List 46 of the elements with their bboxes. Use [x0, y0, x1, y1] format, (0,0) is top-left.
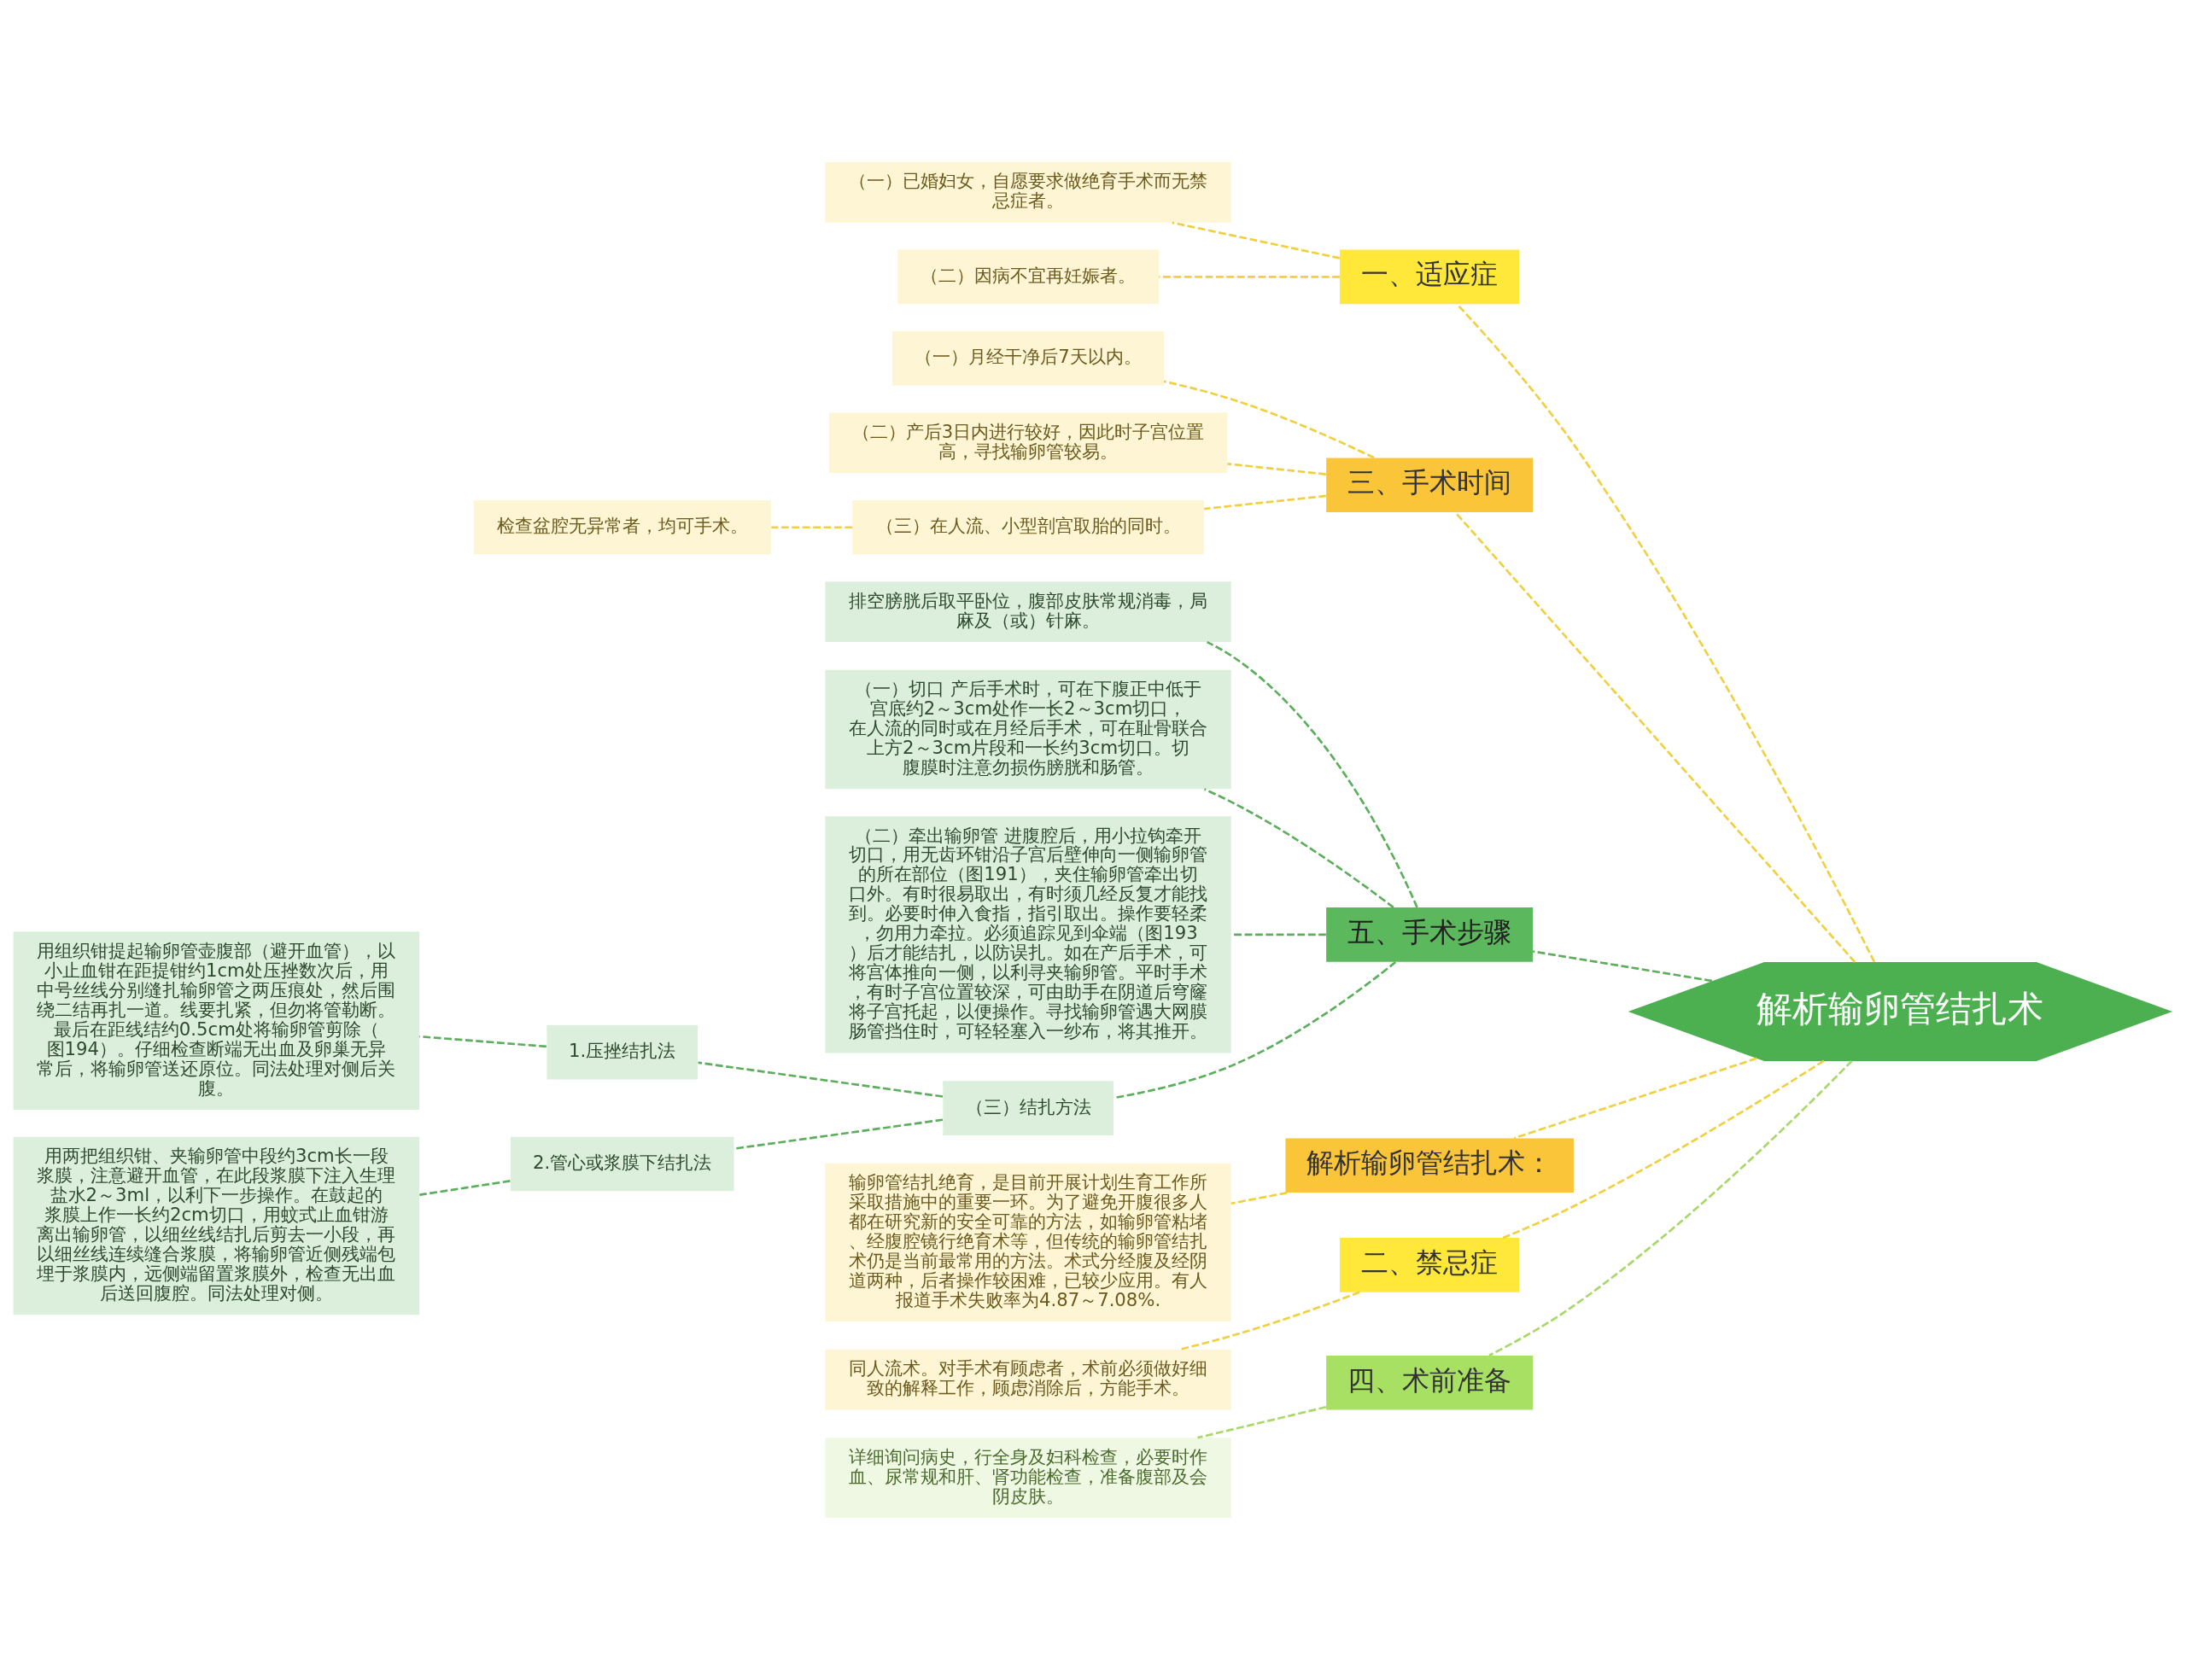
- node-box: （一）月经干净后7天以内。: [892, 331, 1165, 386]
- connector: [1172, 221, 1341, 260]
- node-box: 三、手术时间: [1326, 458, 1534, 513]
- node-box: （三）结扎方法: [943, 1081, 1113, 1135]
- node-box: 1.压挫结扎法: [546, 1024, 698, 1080]
- connector: [1163, 380, 1375, 459]
- node-box: 二、禁忌症: [1340, 1238, 1520, 1292]
- connector: [734, 1118, 944, 1150]
- connector: [1204, 494, 1327, 510]
- node-box: （一）已婚妇女，自愿要求做绝育手术而无禁忌症者。: [825, 162, 1231, 223]
- connector: [1113, 961, 1397, 1100]
- connector: [419, 1180, 511, 1196]
- node-box: 一、适应症: [1340, 249, 1520, 305]
- node-box: （二）产后3日内进行较好，因此时子宫位置高，寻找输卵管较易。: [828, 412, 1228, 474]
- connector: [1456, 303, 1876, 963]
- connector: [1207, 640, 1418, 908]
- node-box: 2.管心或浆膜下结扎法: [510, 1136, 734, 1192]
- node-box: 五、手术步骤: [1326, 907, 1534, 962]
- connector: [1159, 276, 1340, 278]
- node-box: （三）在人流、小型剖宫取胎的同时。: [852, 499, 1204, 555]
- node-box: 用组织钳提起输卵管壶腹部（避开血管），以小止血钳在距提钳约1cm处压挫数次后，用中号丝线分别缝扎输卵管之两压痕处，然后围绕二结再扎一道。线要扎紧，但勿将管勒断。最后在距线结约0.5cm处将输卵管剪除（图194）。仔细检查断端无出血及卵巢无异常后，将输卵管送还原位。同法处理对侧后关腹。: [13, 931, 420, 1110]
- node-box: 排空膀胱后取平卧位，腹部皮肤常规消毒，局麻及（或）针麻。: [825, 581, 1231, 643]
- connector: [1178, 1291, 1360, 1351]
- node-box: 输卵管结扎绝育，是目前开展计划生育工作所采取措施中的重要一环。为了避免开腹很多人都在研究新的安全可靠的方法，如输卵管粘堵、经腹腔镜行绝育术等，但传统的输卵管结扎术仍是当前最常用的方法。术式分经腹及经阴道两种，后者操作较困难，已较少应用。有人报道手术失败率为4.87～7.08%.: [825, 1163, 1231, 1322]
- connector: [1454, 511, 1856, 963]
- connector: [1231, 933, 1326, 936]
- node-box: （一）切口 产后手术时，可在下腹正中低于宫底约2～3cm处作一长2～3cm切口，在人流的同时或在月经后手术，可在耻骨联合上方2～3cm片段和一长约3cm切口。切腹膜时注意勿损伤膀胱和肠管。: [825, 669, 1231, 790]
- connector: [1513, 1057, 1757, 1140]
- node-box: （二）牵出输卵管 进腹腔后，用小拉钩牵开切口，用无齿环钳沿子宫后壁伸向一侧输卵管的所在部位（图191），夹住输卵管牵出切口外。有时很易取出，有时须几经反复才能找到。必要时伸入食指，指引取出。操作要轻柔，勿用力牵拉。必须追踪见到伞端（图193）后才能结扎，以防误扎。如在产后手术，可将宫体推向一侧，以利寻夹输卵管。平时手术，有时子宫位置较深，可由助手在阴道后穹窿将子宫托起，以便操作。寻找输卵管遇大网膜肠管挡住时，可轻轻塞入一纱布，将其推开。: [825, 816, 1231, 1053]
- connector: [1204, 788, 1394, 908]
- node-box: 四、术前准备: [1326, 1355, 1534, 1410]
- node-box: 同人流术。对手术有顾虑者，术前必须做好细致的解释工作，顾虑消除后，方能手术。: [825, 1349, 1231, 1410]
- node-box: 检查盆腔无异常者，均可手术。: [473, 499, 771, 555]
- node-box: 用两把组织钳、夹输卵管中段约3cm长一段浆膜，注意避开血管，在此段浆膜下注入生理盐水2～3ml，以利下一步操作。在鼓起的浆膜上作一长约2cm切口，用蚊式止血钳游离出输卵管，以细丝线结扎后剪去一小段，再以细丝线连续缝合浆膜，将输卵管近侧残端包埋于浆膜内，远侧端留置浆膜外，检查无出血后送回腹腔。同法处理对侧。: [13, 1136, 420, 1315]
- connector: [1502, 1059, 1825, 1240]
- node-box: 详细询问病史，行全身及妇科检查，必要时作血、尿常规和肝、肾功能检查，准备腹部及会阴皮肤。: [825, 1438, 1231, 1518]
- node-box: 解析输卵管结扎术：: [1285, 1138, 1574, 1193]
- connector: [1227, 463, 1327, 475]
- connector: [698, 1061, 944, 1098]
- connector: [1488, 1059, 1853, 1356]
- connector: [419, 1035, 546, 1048]
- node-box: （二）因病不宜再妊娠者。: [897, 249, 1159, 305]
- connector: [771, 526, 853, 529]
- connector: [1197, 1406, 1327, 1439]
- connector: [1533, 950, 1713, 983]
- connector: [1230, 1191, 1288, 1205]
